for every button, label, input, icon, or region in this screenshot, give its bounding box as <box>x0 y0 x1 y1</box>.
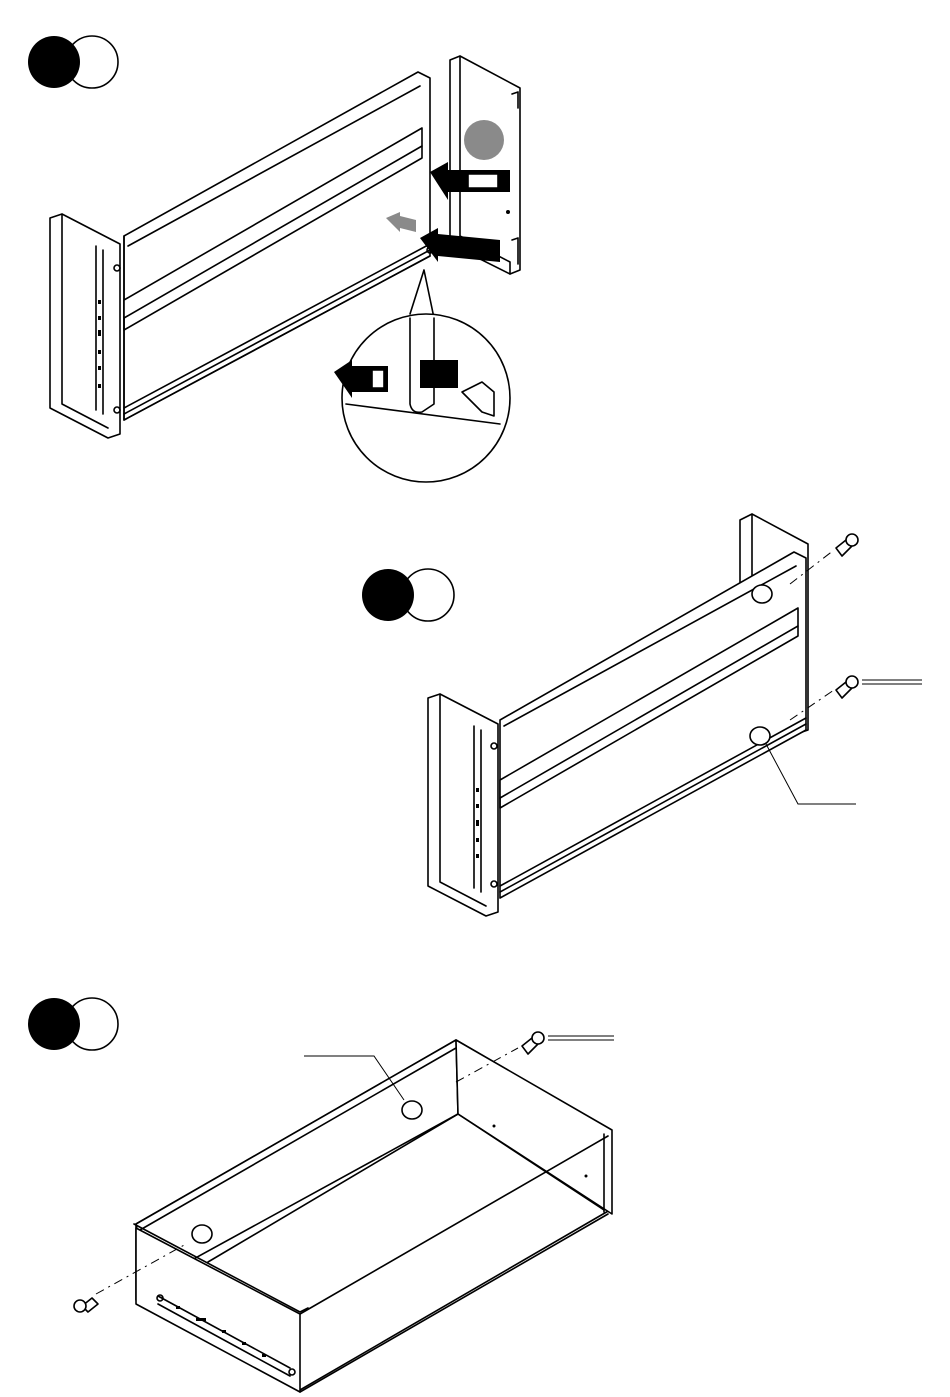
step-2-back-panel <box>500 552 806 898</box>
screw-icon <box>74 1298 98 1312</box>
step-2-badge <box>362 569 454 621</box>
screw-icon <box>836 676 858 698</box>
cam-label-line <box>766 744 856 804</box>
step-3-drawer-box <box>134 1040 612 1392</box>
step-2 <box>362 514 922 916</box>
step-3 <box>28 998 614 1392</box>
step-1 <box>28 36 520 482</box>
step-2-left-side-panel <box>428 694 498 916</box>
screw-icon <box>522 1032 544 1054</box>
magnifier-callout-icon <box>334 314 510 482</box>
step-1-left-side-panel <box>50 214 120 438</box>
screw-label-line <box>862 680 922 684</box>
callout-leader <box>410 270 434 318</box>
screw-label-line <box>548 1036 614 1040</box>
step-3-badge <box>28 998 118 1050</box>
marker-dot-icon <box>464 120 504 160</box>
step-1-badge <box>28 36 118 88</box>
screw-icon <box>836 534 858 556</box>
